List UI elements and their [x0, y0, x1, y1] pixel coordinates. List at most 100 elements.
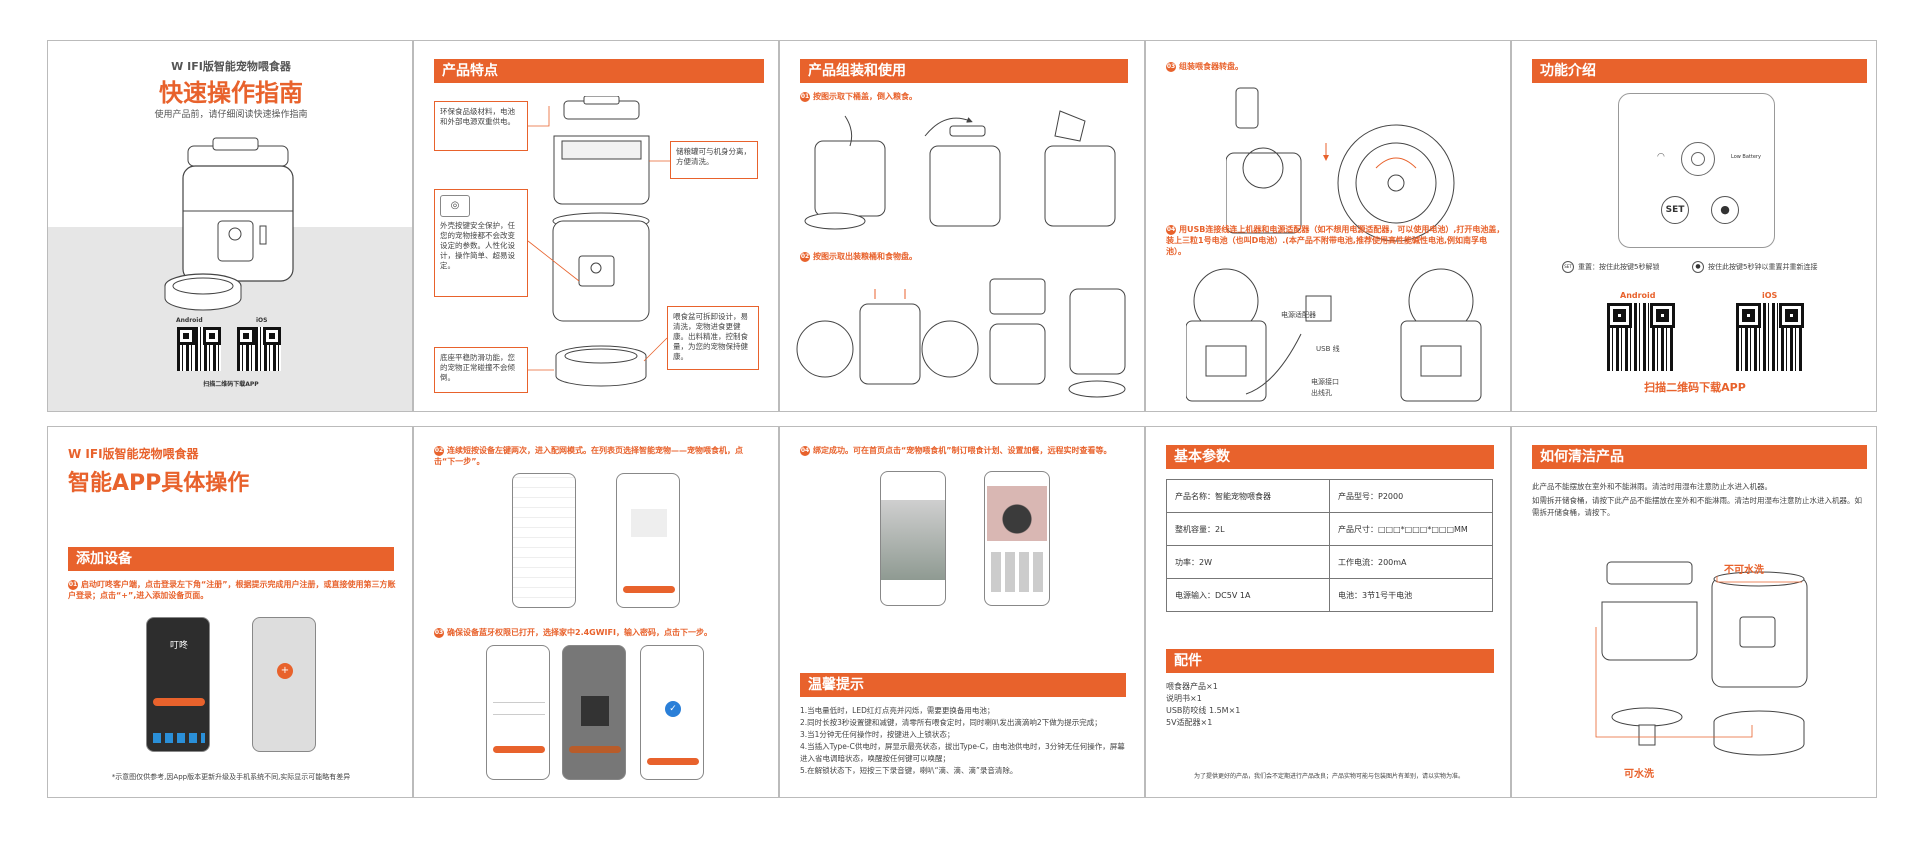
control-panel-diagram: ◠ Low Battery SET ● — [1618, 93, 1775, 248]
dial-button[interactable] — [1681, 142, 1715, 176]
android-qr-code[interactable] — [177, 327, 221, 371]
feature-box-safety: ◎ 外壳按键安全保护，任您的宠物接都不会改变设定的参数。人性化设计，操作简单、超… — [434, 189, 528, 297]
specs-table: 产品名称：智能宠物喂食器 产品型号：P2000 整机容量：2L 产品尺寸：□□□… — [1166, 479, 1493, 612]
spec-cell: 功率：2W — [1166, 545, 1330, 579]
add-device-plus-button[interactable]: + — [277, 663, 293, 679]
login-button[interactable] — [153, 698, 205, 706]
parts-list: 喂食器产品×1 说明书×1 USB防咬线 1.5M×1 5V适配器×1 — [1166, 681, 1240, 729]
step1-illustration — [804, 110, 1116, 230]
feature-leader-lines — [527, 106, 670, 371]
panel-specs: 基本参数 产品名称：智能宠物喂食器 产品型号：P2000 整机容量：2L 产品尺… — [1145, 426, 1511, 798]
port-label: 电源接口 — [1311, 378, 1339, 386]
list-item: USB防咬线 1.5M×1 — [1166, 706, 1241, 715]
phone-home-feeder — [880, 471, 946, 606]
list-item: 说明书×1 — [1166, 694, 1202, 703]
tips-list: 1.当电量低时，LED红灯点亮并闪烁，需要更换备用电池； 2.同时长按3秒设置键… — [800, 705, 1130, 777]
wifi-next-button[interactable] — [493, 746, 545, 753]
step-number: 02 — [800, 252, 810, 262]
control-buttons[interactable] — [991, 552, 1045, 592]
unlock-instruction: 按住此按键5秒钟以重置并重新连接 — [1708, 263, 1818, 271]
success-check-icon: ✓ — [665, 701, 681, 717]
cleaning-leader-lines — [1595, 576, 1802, 738]
feature-box-separable: 储粮罐可与机身分离，方便清洗。 — [670, 141, 758, 179]
tip-item: 4.当插入Type-C供电时，屏显示最亮状态，拔出Type-C，由电池供电时，3… — [800, 742, 1125, 763]
low-battery-label: Low Battery — [1731, 154, 1761, 160]
cleaning-text-2: 如需拆开储食桶，请按下此产品不能摆放在室外和不能淋雨。清洁时用湿布注意防止水进入… — [1532, 496, 1862, 517]
step-text: 启动叮咚客户端，点击登录左下角“注册”，根据提示完成用户注册，或直接使用第三方账… — [68, 580, 396, 600]
android-qr-code[interactable] — [1607, 303, 1675, 371]
phone-device-list — [512, 473, 576, 608]
step-number: 01 — [68, 580, 78, 590]
step2-illustration — [796, 278, 1126, 398]
third-party-icons[interactable] — [153, 733, 205, 743]
features-header: 产品特点 — [434, 59, 764, 83]
feature-safety-text: 外壳按键安全保护，任您的宠物接都不会改变设定的参数。人性化设计，操作简单、超易设… — [440, 221, 515, 270]
phone-login-screen: 叮咚 — [146, 617, 210, 752]
tip-item: 2.同时长按3秒设置键和减键，清零所有喂食定时，同时喇叭发出滴滴响2下做为提示完… — [800, 718, 1102, 727]
phone-wifi-input — [486, 645, 550, 780]
feature-box-base: 底座平稳防滑功能，您的宠物正常碰撞不会倾倒。 — [434, 347, 528, 393]
step-text: 组装喂食器转盘。 — [1179, 62, 1243, 71]
app-subtitle: W IFI版智能宠物喂食器 — [68, 447, 199, 461]
record-button[interactable]: ● — [1711, 196, 1739, 224]
step-number: 04 — [800, 446, 810, 456]
scan-label: 扫描二维码下载APP — [203, 381, 259, 388]
wifi-ssid-field[interactable] — [493, 696, 545, 703]
cleaning-header: 如何清洁产品 — [1532, 445, 1867, 469]
wifi-password-field[interactable] — [493, 708, 545, 715]
outlet-label: 出线孔 — [1311, 389, 1332, 397]
step-number: 03 — [1166, 62, 1176, 72]
table-row: 电源输入：DC5V 1A 电池：3节1号干电池 — [1166, 578, 1493, 612]
scan-label: 扫描二维码下载APP — [1644, 381, 1746, 394]
ios-qr-code[interactable] — [237, 327, 281, 371]
tips-header: 温馨提示 — [800, 673, 1126, 697]
cleaning-parts-illustration — [1601, 561, 1808, 756]
app-title: 智能APP具体操作 — [68, 471, 250, 496]
phone-success: ✓ — [640, 645, 704, 780]
table-row: 产品名称：智能宠物喂食器 产品型号：P2000 — [1166, 479, 1493, 513]
live-video-frame[interactable] — [987, 486, 1047, 541]
exploded-feeder-illustration — [552, 96, 650, 387]
ios-qr-code[interactable] — [1736, 303, 1804, 371]
spec-cell: 电源输入：DC5V 1A — [1166, 578, 1330, 612]
ios-label: iOS — [1762, 291, 1778, 300]
set-button[interactable]: SET — [1661, 196, 1689, 224]
android-label: Android — [176, 317, 203, 324]
tip-item: 5.在解锁状态下，短按三下录音键，喇叭“滴、滴、滴”录音清除。 — [800, 766, 1018, 775]
cover-title: 快速操作指南 — [159, 79, 303, 107]
step-number: 01 — [800, 92, 810, 102]
specs-header: 基本参数 — [1166, 445, 1494, 469]
step-text: 按图示取下桶盖，倒入粮食。 — [813, 92, 917, 101]
panel-functions: 功能介绍 ◠ Low Battery SET ● SET 重置：按住此按键5秒解… — [1511, 40, 1877, 412]
wifi-icon: ◠ — [1657, 152, 1665, 162]
spec-cell: 电池：3节1号干电池 — [1329, 578, 1493, 612]
step-text: 连续短按设备左键两次，进入配网模式。在列表页选择智能宠物——宠物喂食机，点击“下… — [434, 446, 743, 466]
feature-box-material: 环保食品级材料，电池和外部电源双重供电。 — [434, 101, 528, 151]
specs-footer: 为了提供更好的产品，我们会不定期进行产品改良；产品实物可能与包装图片有差别，请以… — [1193, 773, 1464, 780]
control-panel-icon: ◎ — [440, 195, 470, 217]
record-icon-small: ● — [1692, 261, 1704, 273]
step-text: 绑定成功。可在首页点击“宠物喂食机”制订喂食计划、设置加餐，远程实时查看等。 — [813, 446, 1112, 455]
done-button[interactable] — [647, 758, 699, 765]
spec-cell: 产品型号：P2000 — [1329, 479, 1493, 513]
next-button[interactable] — [623, 586, 675, 593]
feeder-illustration — [164, 137, 294, 311]
phone-device-select — [616, 473, 680, 608]
panel-cover: W IFI版智能宠物喂食器 快速操作指南 使用产品前，请仔细阅读快速操作指南 A… — [47, 40, 413, 412]
feature-box-bowl: 喂食盆可拆卸设计，易清洗，宠物进食更健康。出料精准，控制食量，为您的宠物保持健康… — [667, 306, 759, 370]
usb-label: USB 线 — [1316, 345, 1340, 353]
step-text: 用USB连接线连上机器和电源适配器（如不想用电源适配器，可以使用电池）,打开电池… — [1166, 225, 1505, 256]
step-number: 03 — [434, 628, 444, 638]
spec-cell: 产品尺寸：□□□*□□□*□□□MM — [1329, 512, 1493, 546]
